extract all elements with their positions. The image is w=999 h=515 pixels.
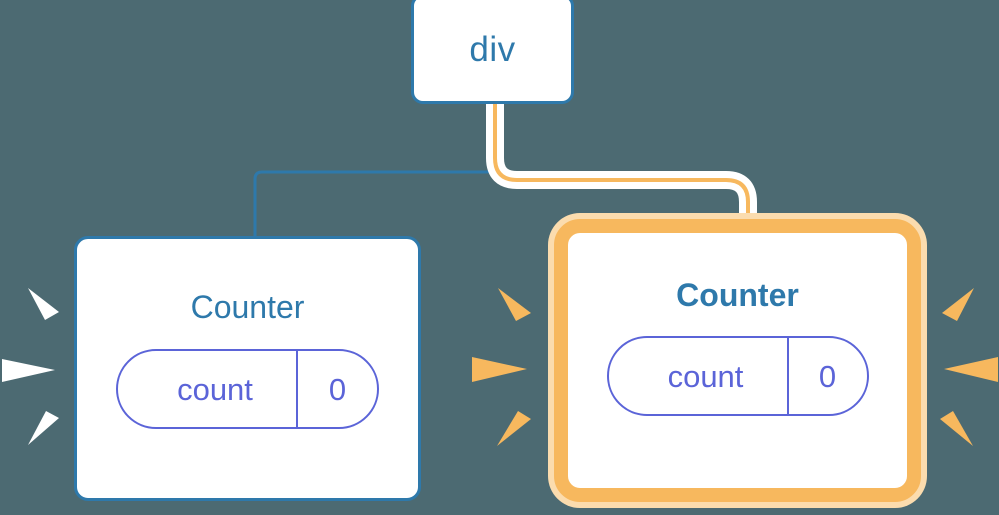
node-div-label: div	[469, 29, 516, 69]
state-value: 0	[818, 358, 837, 394]
edge-div-to-counter-left	[253, 100, 495, 240]
node-counter-right[interactable]: Counter count 0	[554, 219, 921, 502]
component-title: Counter	[190, 289, 305, 325]
node-counter-left[interactable]: Counter count 0	[74, 236, 421, 501]
state-value: 0	[328, 371, 347, 407]
state-key: count	[177, 371, 253, 407]
state-pill-divider	[296, 351, 298, 427]
component-title: Counter	[676, 277, 799, 313]
state-pill[interactable]: count 0	[606, 336, 869, 416]
edge-div-to-counter-right	[493, 100, 750, 232]
node-div[interactable]: div	[411, 0, 574, 104]
edge-div-to-counter-right-casing	[486, 100, 757, 232]
state-key: count	[667, 358, 744, 394]
state-pill[interactable]: count 0	[116, 349, 379, 429]
state-pill-divider	[786, 338, 789, 414]
